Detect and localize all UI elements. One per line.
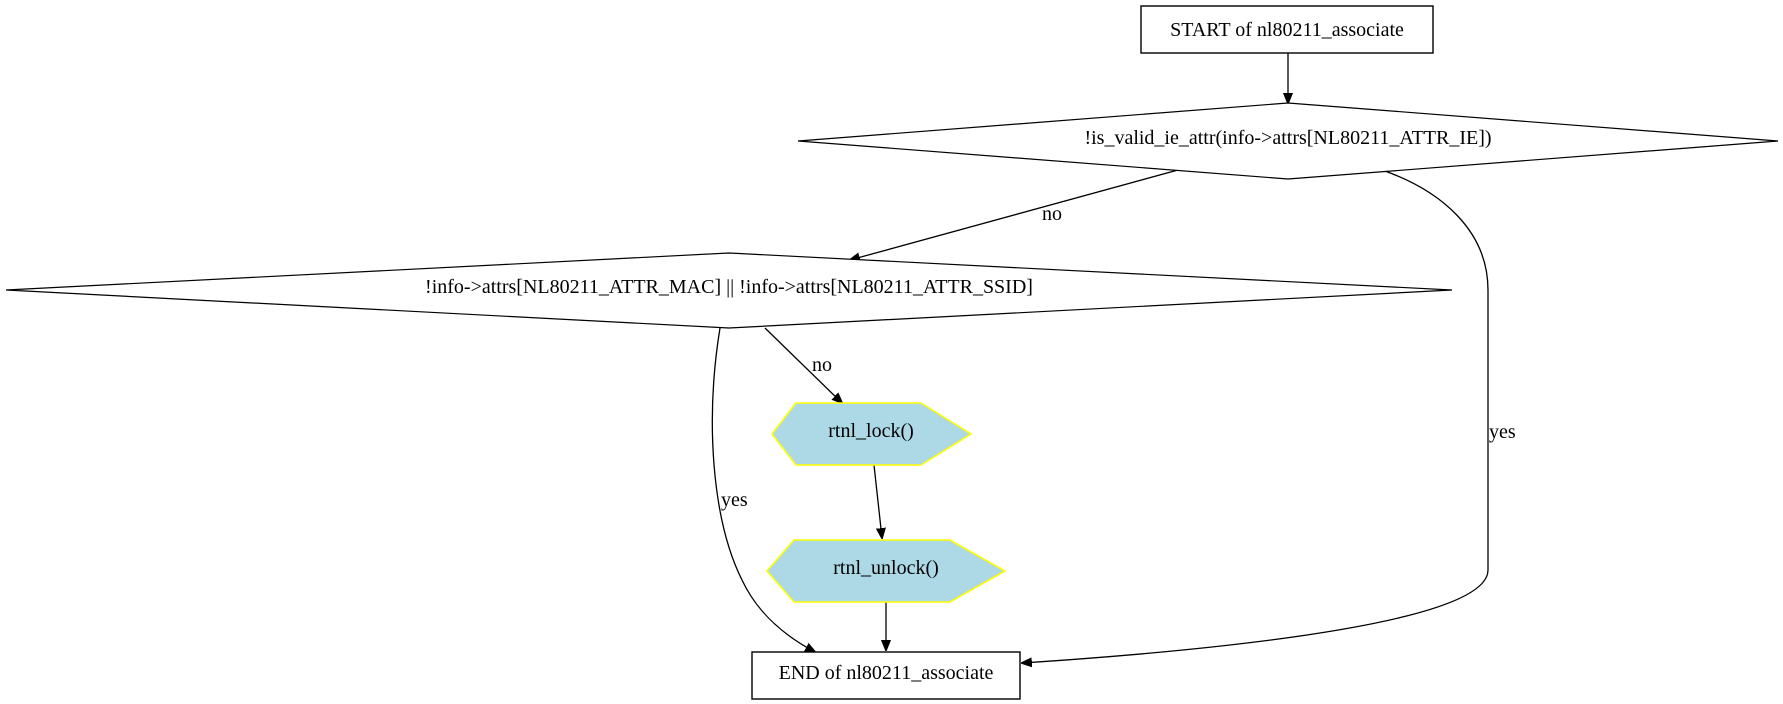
- node-rtnl-unlock: rtnl_unlock(): [765, 539, 1007, 603]
- node-rtnl-lock-label: rtnl_lock(): [828, 420, 914, 442]
- edge-check-mac-ssid-yes: [711, 327, 815, 652]
- node-end: END of nl80211_associate: [751, 651, 1021, 700]
- node-rtnl-unlock-label: rtnl_unlock(): [833, 557, 939, 579]
- edge-check-mac-ssid-no: [764, 327, 842, 403]
- node-end-label: END of nl80211_associate: [779, 662, 994, 684]
- edge-label-check-mac-ssid-yes: yes: [721, 489, 748, 511]
- node-check-mac-ssid-label: !info->attrs[NL80211_ATTR_MAC] || !info-…: [425, 276, 1033, 298]
- node-check-ie: !is_valid_ie_attr(info->attrs[NL80211_AT…: [797, 102, 1779, 180]
- edge-check-ie-yes: [1022, 169, 1489, 663]
- edge-label-check-mac-ssid-no: no: [812, 354, 832, 376]
- node-check-mac-ssid: !info->attrs[NL80211_ATTR_MAC] || !info-…: [5, 252, 1453, 329]
- edge-lock-to-unlock: [873, 464, 882, 538]
- edge-check-ie-no: [850, 169, 1179, 260]
- node-start-label: START of nl80211_associate: [1170, 19, 1404, 41]
- edge-label-check-ie-no: no: [1042, 203, 1062, 225]
- node-check-ie-label: !is_valid_ie_attr(info->attrs[NL80211_AT…: [1084, 127, 1491, 149]
- edges: no yes no yes: [711, 53, 1516, 663]
- node-start: START of nl80211_associate: [1140, 5, 1434, 54]
- node-rtnl-lock: rtnl_lock(): [770, 402, 973, 466]
- edge-label-check-ie-yes: yes: [1489, 421, 1516, 443]
